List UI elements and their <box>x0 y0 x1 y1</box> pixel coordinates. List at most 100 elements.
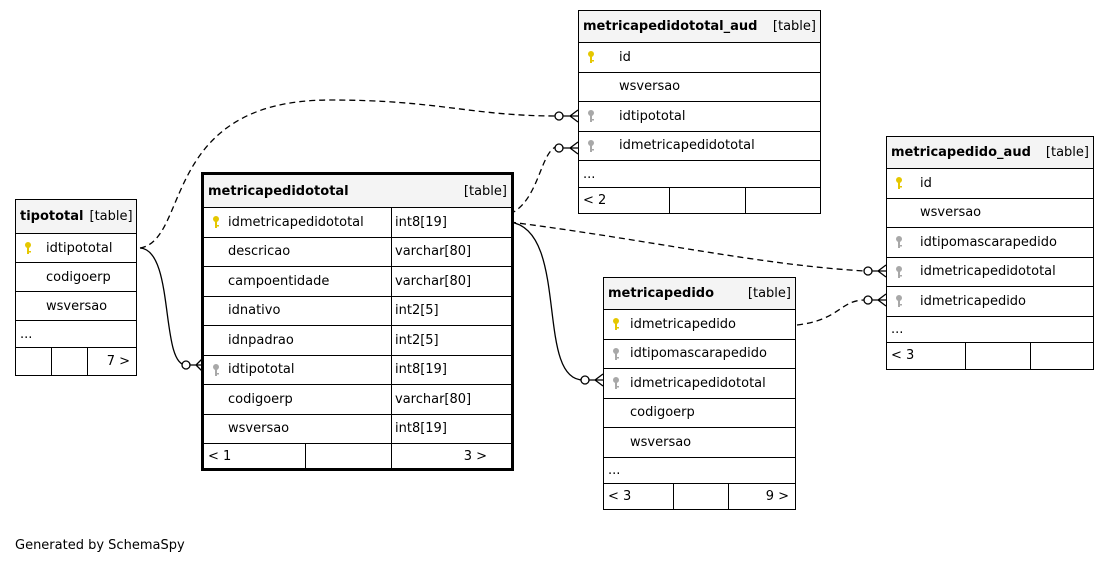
column-datatype: varchar[80] <box>391 385 493 414</box>
primary-key-icon <box>25 242 31 254</box>
column-name: idmetricapedido <box>920 293 1027 309</box>
column-row[interactable]: idmetricapedidototal <box>887 258 1093 287</box>
column-row[interactable]: idmetricapedidototal <box>604 369 795 399</box>
table-tipototal[interactable]: tipototal [table] idtipototal codigoerp … <box>15 199 137 376</box>
connector-metricapedidototal-to-metricapedido-aud <box>509 221 866 272</box>
column-name: campoentidade <box>228 273 330 289</box>
column-name: codigoerp <box>46 269 111 285</box>
table-name: tipototal <box>20 209 84 224</box>
footer-spacer <box>305 444 391 468</box>
column-name: wsversao <box>619 79 681 95</box>
column-name: idnpadrao <box>228 332 294 348</box>
foreign-key-icon <box>896 295 902 308</box>
column-name: wsversao <box>228 421 290 437</box>
table-footer: 7 > <box>16 348 136 375</box>
table-type-label: [table] <box>772 19 816 34</box>
crowfoot-marker-metricapedido-aud-idmetricapedido <box>863 293 887 307</box>
children-count[interactable]: 9 > <box>728 483 795 510</box>
children-count[interactable] <box>1030 342 1093 369</box>
column-name: id <box>619 49 631 65</box>
crowfoot-marker-metricapedido-idmetricapedidototal <box>580 373 604 387</box>
column-name: descricao <box>228 244 291 260</box>
connector-metricapedidototal-to-metricapedido <box>509 221 584 381</box>
foreign-key-icon <box>613 347 619 360</box>
column-name: idmetricapedidototal <box>228 214 364 230</box>
table-metricapedidototal-aud[interactable]: metricapedidototal_aud [table] id wsvers… <box>578 10 821 214</box>
column-row[interactable]: idnativo int2[5] <box>204 296 511 326</box>
parents-count[interactable]: < 1 <box>208 448 232 464</box>
table-footer: < 1 3 > <box>204 444 511 468</box>
column-datatype: varchar[80] <box>391 237 493 266</box>
column-row[interactable]: wsversao <box>579 73 820 102</box>
column-row[interactable]: descricao varchar[80] <box>204 237 511 267</box>
column-row[interactable]: id <box>579 43 820 73</box>
footer-spacer <box>669 188 745 213</box>
column-row[interactable]: codigoerp <box>604 399 795 428</box>
column-row[interactable]: idtipomascarapedido <box>887 228 1093 258</box>
foreign-key-icon <box>896 236 902 249</box>
column-datatype: int8[19] <box>391 355 493 384</box>
column-name: idtipomascarapedido <box>920 234 1057 250</box>
footer-spacer <box>965 342 1030 369</box>
column-row[interactable]: idmetricapedidototal <box>579 132 820 161</box>
children-count[interactable] <box>745 188 820 213</box>
table-name: metricapedido_aud <box>891 145 1031 160</box>
column-row[interactable]: idnpadrao int2[5] <box>204 326 511 356</box>
connector-tipototal-to-metricapedidototal-aud <box>139 99 559 249</box>
column-row[interactable]: id <box>887 169 1093 199</box>
column-name: idtipototal <box>228 362 295 378</box>
column-name: idmetricapedidototal <box>619 138 755 154</box>
column-row[interactable]: idtipototal <box>16 234 136 263</box>
connector-tipototal-to-metricapedidototal <box>139 247 187 366</box>
column-row[interactable]: idmetricapedido <box>887 287 1093 317</box>
table-name: metricapedido <box>608 286 715 301</box>
table-header: metricapedidototal_aud [table] <box>579 11 820 43</box>
parents-count[interactable] <box>16 348 51 375</box>
table-header: metricapedido [table] <box>604 278 795 310</box>
column-row[interactable]: campoentidade varchar[80] <box>204 267 511 297</box>
more-columns-ellipsis: ... <box>583 166 596 182</box>
column-row[interactable]: wsversao int8[19] <box>204 414 511 444</box>
table-name: metricapedidototal <box>208 183 349 199</box>
connector-metricapedido-to-metricapedido-aud <box>796 299 866 326</box>
children-count[interactable]: 7 > <box>87 348 136 375</box>
table-name: metricapedidototal_aud <box>583 19 758 34</box>
column-name: idtipototal <box>619 108 686 124</box>
column-row[interactable]: idmetricapedido <box>604 310 795 340</box>
column-row[interactable]: idtipomascarapedido <box>604 340 795 369</box>
table-footer: < 3 9 > <box>604 483 795 510</box>
column-row[interactable]: idtipototal <box>579 102 820 132</box>
table-metricapedido[interactable]: metricapedido [table] idmetricapedido id… <box>603 277 796 510</box>
table-header: metricapedido_aud [table] <box>887 137 1093 169</box>
parents-count[interactable]: < 3 <box>891 348 915 363</box>
foreign-key-icon <box>896 265 902 278</box>
column-row[interactable]: wsversao <box>16 292 136 321</box>
foreign-key-icon <box>588 110 594 123</box>
column-datatype: int2[5] <box>391 296 493 325</box>
connector-metricapedidototal-to-metricapedidototal-aud <box>509 145 559 215</box>
more-columns-ellipsis: ... <box>891 321 904 337</box>
column-name: idtipomascarapedido <box>630 346 767 362</box>
foreign-key-icon <box>613 377 619 390</box>
column-row[interactable]: idmetricapedidototal int8[19] <box>204 208 511 238</box>
column-name: codigoerp <box>228 391 293 407</box>
column-datatype: int8[19] <box>391 414 493 443</box>
column-row[interactable]: idtipototal int8[19] <box>204 355 511 385</box>
column-name: idtipototal <box>46 240 113 256</box>
table-type-label: [table] <box>747 286 791 301</box>
column-row[interactable]: codigoerp varchar[80] <box>204 385 511 415</box>
primary-key-icon <box>588 51 594 64</box>
footer-spacer <box>673 483 728 510</box>
parents-count[interactable]: < 3 <box>608 489 632 504</box>
table-metricapedido-aud[interactable]: metricapedido_aud [table] id wsversao id… <box>886 136 1094 370</box>
parents-count[interactable]: < 2 <box>583 193 607 208</box>
column-row[interactable]: wsversao <box>604 428 795 458</box>
column-row[interactable]: codigoerp <box>16 263 136 292</box>
foreign-key-icon <box>588 139 594 152</box>
children-count[interactable]: 3 > <box>391 444 493 468</box>
column-row[interactable]: wsversao <box>887 199 1093 228</box>
table-header: metricapedidototal [table] <box>204 175 511 208</box>
table-metricapedidototal[interactable]: metricapedidototal [table] idmetricapedi… <box>201 172 514 471</box>
column-datatype: int2[5] <box>391 326 493 355</box>
foreign-key-icon <box>213 363 219 376</box>
